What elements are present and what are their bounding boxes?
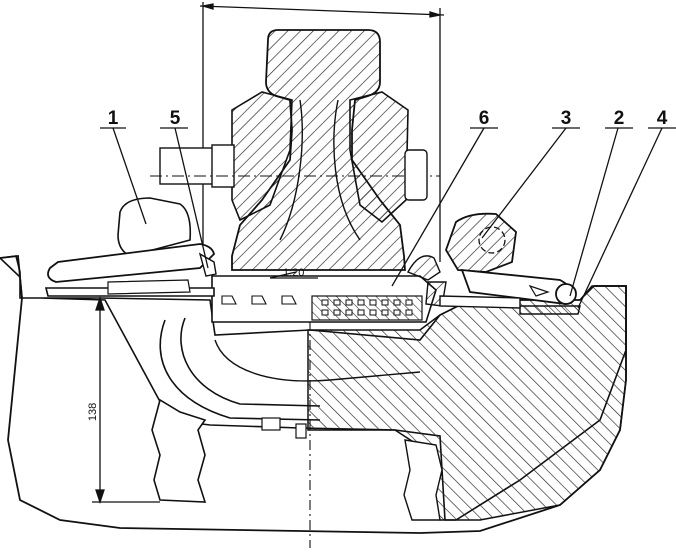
- callout-3: 3: [561, 108, 572, 129]
- callout-2: 2: [614, 108, 625, 129]
- rail: [150, 29, 440, 271]
- height-dimension-value: 138: [87, 403, 99, 421]
- callout-4: 4: [657, 108, 668, 129]
- base-pad: [211, 275, 437, 323]
- slope-label: 1:20: [283, 267, 304, 279]
- top-dimension-line: [199, 2, 445, 262]
- slope-marker: [269, 271, 318, 279]
- sleeper-body: [0, 255, 627, 534]
- callout-5: 5: [170, 108, 181, 129]
- callout-6: 6: [479, 108, 490, 129]
- callout-1: 1: [108, 108, 119, 129]
- callout-leaders: [100, 127, 676, 309]
- height-dimension: [92, 295, 160, 505]
- left-clamp: [44, 197, 217, 297]
- right-clamp: [407, 212, 581, 315]
